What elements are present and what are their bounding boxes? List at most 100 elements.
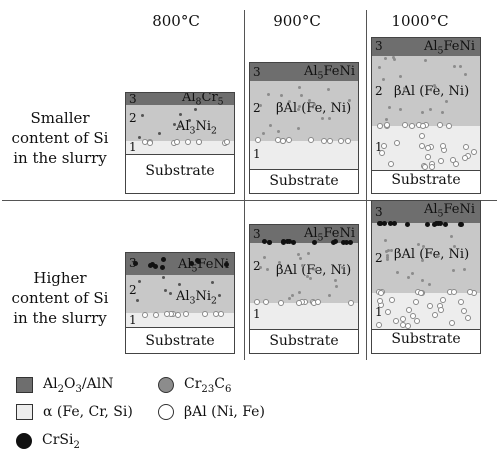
legend-label: CrSi2	[42, 432, 80, 451]
crsi2-dot	[196, 258, 202, 264]
cr23c6-dot	[450, 234, 454, 238]
cr23c6-dot	[395, 271, 399, 275]
crsi2-dot	[262, 239, 268, 245]
crsi2-dot	[424, 221, 430, 227]
betaal-dot	[182, 311, 189, 318]
cr23c6-dot	[384, 118, 388, 122]
betaal-dot	[405, 307, 412, 314]
temp-800: 800°C	[152, 12, 200, 30]
betaal-dot	[338, 137, 345, 144]
cr23c6-dot	[398, 74, 402, 78]
cr23c6-dot	[440, 110, 444, 114]
crsi2-dot	[348, 239, 354, 245]
phase-label: βAl (Fe, Ni)	[394, 84, 470, 99]
cr23c6-dot	[157, 132, 161, 136]
cr23c6-dot	[417, 243, 421, 247]
crsi2-dot	[311, 239, 317, 245]
cr23c6-dot	[420, 110, 424, 114]
layer-2	[372, 56, 480, 126]
betaal-dot	[321, 137, 328, 144]
cr23c6-dot	[163, 288, 167, 292]
crsi2-dot	[281, 239, 287, 245]
crsi2-dot	[344, 239, 350, 245]
legend-label: Al2O3/AlN	[43, 376, 114, 395]
crsi2-dot	[331, 239, 337, 245]
cr23c6-dot	[433, 85, 437, 89]
row-label-line: content of Si	[11, 289, 109, 307]
crsi2-dot	[133, 260, 139, 266]
betaal-dot	[173, 139, 180, 146]
cr23c6-dot	[386, 258, 390, 262]
cr23c6-dot	[298, 85, 302, 89]
cr23c6-dot	[390, 249, 394, 253]
substrate-label: Substrate	[145, 333, 215, 349]
cr23c6-dot	[269, 123, 273, 127]
betaal-dot	[409, 122, 416, 129]
betaal-dot	[449, 319, 456, 326]
crsi2-dot	[381, 221, 387, 227]
phase-label: βAl (Fe, Ni)	[276, 101, 352, 116]
legend-white-dot	[158, 404, 174, 420]
betaal-dot	[438, 307, 445, 314]
cr23c6-dot	[328, 116, 332, 120]
crsi2-dot	[286, 239, 292, 245]
crsi2-dot	[377, 221, 383, 227]
legend-swatch-light	[16, 404, 33, 420]
layer-number-3: 3	[375, 205, 383, 219]
cr23c6-dot	[279, 94, 283, 98]
coating-r1-1000: 3 2 1 Al5FeNi βAl (Fe, Ni) Substrate	[371, 37, 481, 194]
betaal-dot	[424, 153, 431, 160]
legend-label: α (Fe, Cr, Si)	[43, 404, 133, 420]
cr23c6-dot	[300, 93, 304, 97]
cr23c6-dot	[278, 260, 282, 264]
crsi2-dot	[387, 221, 393, 227]
betaal-dot	[348, 299, 355, 306]
layer-number-1: 1	[253, 147, 261, 161]
cr23c6-dot	[326, 88, 330, 92]
cr23c6-dot	[320, 116, 324, 120]
cr23c6-dot	[384, 250, 388, 254]
layer-number-3: 3	[253, 227, 261, 241]
coating-r1-800: 3 2 1 Al8Cr5 Al3Ni2 Substrate	[125, 92, 235, 194]
cr23c6-dot	[378, 65, 382, 69]
crsi2-dot	[266, 239, 272, 245]
layer-3	[250, 225, 358, 243]
layer-number-2: 2	[253, 101, 261, 115]
substrate-boundary	[126, 327, 234, 328]
layer-number-1: 1	[253, 307, 261, 321]
grid-line-h	[2, 200, 497, 201]
legend-cr23c6: Cr23C6	[158, 376, 231, 395]
layer-number-1: 1	[129, 140, 137, 154]
layer-3	[372, 201, 480, 223]
betaal-dot	[262, 299, 269, 306]
cr23c6-dot	[384, 238, 387, 242]
betaal-dot	[439, 143, 446, 150]
cr23c6-dot	[308, 276, 312, 280]
cr23c6-dot	[258, 266, 262, 270]
betaal-dot	[462, 144, 469, 151]
legend-label: βAl (Ni, Fe)	[184, 404, 265, 420]
cr23c6-dot	[458, 65, 462, 69]
layer-3	[126, 253, 234, 275]
betaal-dot	[458, 299, 465, 306]
phase-label: Al5FeNi	[424, 202, 476, 220]
cr23c6-dot	[333, 279, 337, 283]
cr23c6-dot	[297, 127, 300, 131]
cr23c6-dot	[403, 86, 407, 90]
crsi2-dot	[437, 221, 443, 227]
cr23c6-dot	[398, 108, 402, 112]
betaal-dot	[461, 307, 467, 314]
temp-1000: 1000°C	[391, 12, 449, 30]
phase-label: Al5FeNi	[424, 39, 476, 57]
crsi2-dot	[188, 260, 194, 266]
betaal-dot	[420, 122, 427, 129]
cr23c6-dot	[178, 124, 182, 128]
cr23c6-dot	[453, 64, 457, 68]
betaal-dot	[449, 156, 456, 163]
row-label-line: Higher	[33, 269, 87, 287]
phase-label: Al5FeNi	[178, 257, 230, 275]
betaal-dot	[376, 122, 383, 129]
layer-number-1: 1	[375, 305, 383, 319]
cr23c6-dot	[334, 285, 338, 289]
phase-label: Al3Ni2	[176, 119, 217, 137]
